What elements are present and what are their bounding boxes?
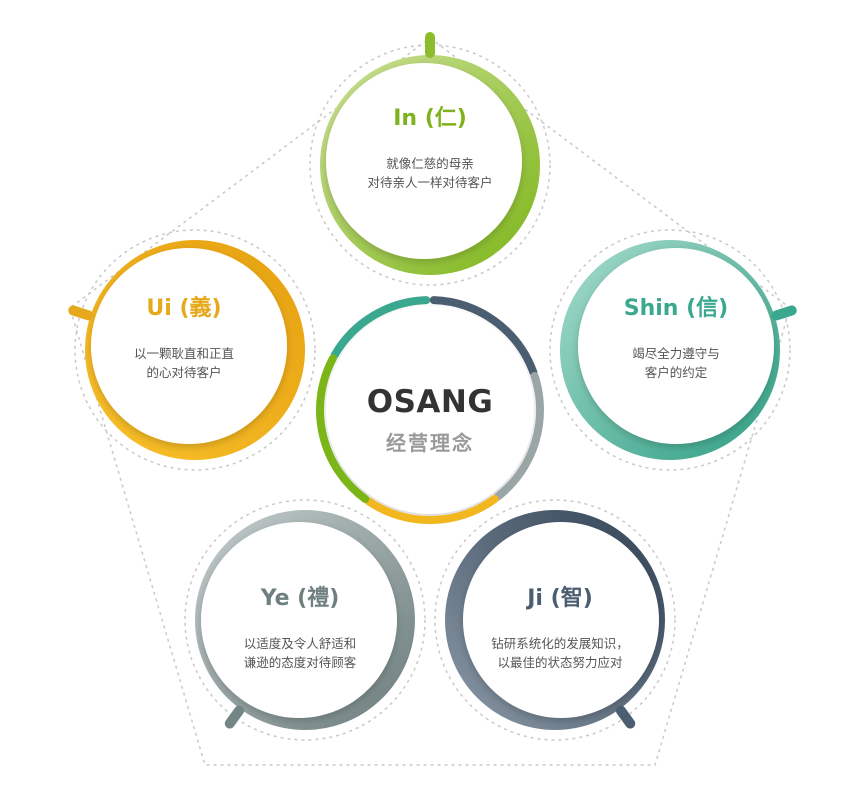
node-ui-title: Ui (義) <box>146 296 222 321</box>
center-arc-slate <box>429 296 538 377</box>
node-ui-line-2: 的心对待客户 <box>146 365 222 380</box>
node-ye-halo <box>184 499 426 741</box>
node-shin-line-2: 客户的约定 <box>644 365 708 380</box>
node-shin-circle <box>549 229 797 471</box>
node-ye-description: 以适度及令人舒适和 谦逊的态度对待顾客 <box>200 634 400 672</box>
node-shin-title: Shin (信) <box>623 296 729 321</box>
center-arc-teal <box>330 296 431 359</box>
node-ye-tab-marker <box>224 705 245 729</box>
node-ye-line-2: 谦逊的态度对待顾客 <box>243 655 357 670</box>
node-ji-tab-marker <box>615 705 636 729</box>
node-shin-face <box>578 248 774 444</box>
node-ji-face <box>463 522 659 718</box>
center-subtitle: 经营理念 <box>386 431 474 455</box>
node-ui-halo <box>74 229 316 471</box>
center-title: OSANG <box>366 384 494 420</box>
node-ye: Ye (禮) 以适度及令人舒适和 谦逊的态度对待顾客 <box>200 586 400 672</box>
node-ji-circle <box>434 499 676 741</box>
node-in: In (仁) 就像仁慈的母亲 对待亲人一样对待客户 <box>330 106 530 192</box>
node-ui-circle <box>68 229 316 471</box>
node-shin-description: 竭尽全力遵守与 客户的约定 <box>576 344 776 382</box>
node-ye-title: Ye (禮) <box>260 586 340 611</box>
node-in-halo <box>309 44 551 286</box>
center-arc-yellow <box>364 495 499 525</box>
node-in-tab-marker <box>425 32 435 58</box>
node-ji-line-2: 以最佳的状态努力应对 <box>497 655 623 670</box>
node-ui-line-1: 以一颗耿直和正直 <box>133 346 234 361</box>
node-in-line-1: 就像仁慈的母亲 <box>386 156 474 171</box>
node-ji-halo <box>434 499 676 741</box>
node-shin-halo <box>549 229 791 471</box>
center-arc-green <box>316 354 370 503</box>
node-in-face <box>326 63 522 259</box>
node-ye-circle <box>184 499 426 741</box>
node-ye-face <box>201 522 397 718</box>
node-ji-description: 钻研系统化的发展知识， 以最佳的状态努力应对 <box>460 634 660 672</box>
node-ui-description: 以一颗耿直和正直 的心对待客户 <box>84 344 284 382</box>
node-ji: Ji (智) 钻研系统化的发展知识， 以最佳的状态努力应对 <box>460 586 660 672</box>
node-in-line-2: 对待亲人一样对待客户 <box>367 175 493 190</box>
node-ye-line-1: 以适度及令人舒适和 <box>243 636 357 651</box>
node-ui: Ui (義) 以一颗耿直和正直 的心对待客户 <box>84 296 284 382</box>
node-ui-tab-marker <box>68 305 94 321</box>
node-in-description: 就像仁慈的母亲 对待亲人一样对待客户 <box>330 154 530 192</box>
node-ui-face <box>91 248 287 444</box>
node-ji-line-1: 钻研系统化的发展知识， <box>491 636 629 651</box>
center-face <box>326 306 534 514</box>
node-ji-title: Ji (智) <box>527 586 593 611</box>
node-in-title: In (仁) <box>393 106 467 131</box>
node-shin-tab-marker <box>771 305 797 321</box>
node-shin: Shin (信) 竭尽全力遵守与 客户的约定 <box>576 296 776 382</box>
node-in-circle <box>309 32 551 286</box>
node-shin-line-1: 竭尽全力遵守与 <box>632 346 720 361</box>
center-circle <box>316 296 544 525</box>
center-arc-gray <box>493 372 544 501</box>
center-label: OSANG 经营理念 <box>330 384 530 456</box>
